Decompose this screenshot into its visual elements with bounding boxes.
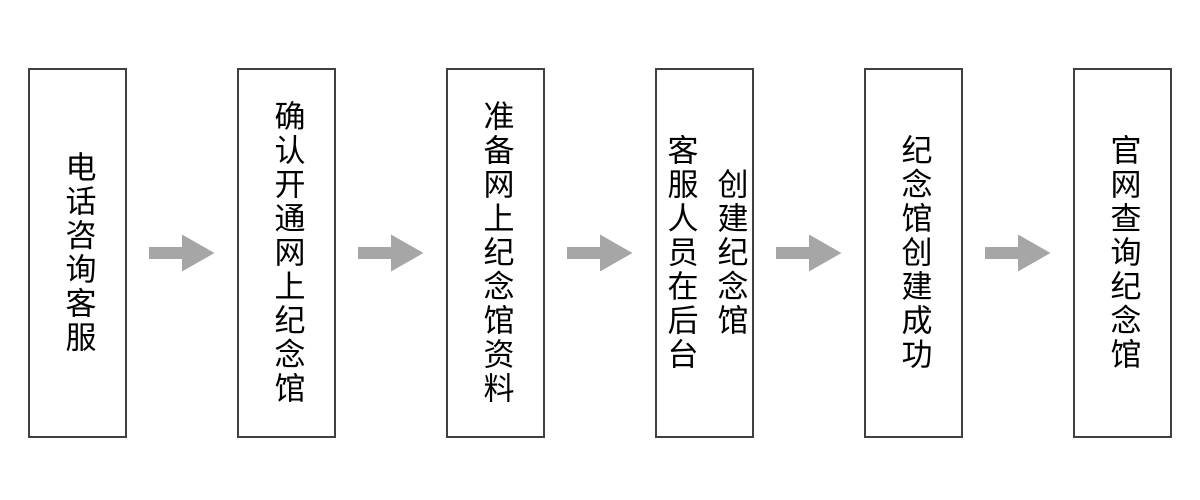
flow-step-label-3: 准备网上纪念馆资料	[478, 100, 514, 406]
flow-step-box-5: 纪念馆创建成功	[864, 68, 963, 438]
flow-step-label-4: 客服人员在后台 创建纪念馆	[662, 134, 748, 372]
arrow-right-shape	[985, 234, 1051, 272]
flow-step-box-2: 确认开通网上纪念馆	[237, 68, 336, 438]
flow-step-box-3: 准备网上纪念馆资料	[446, 68, 545, 438]
arrow-right-icon	[567, 234, 633, 272]
flow-step-label-1: 电话咨询客服	[60, 151, 96, 355]
flow-step-box-1: 电话咨询客服	[28, 68, 127, 438]
arrow-right-icon	[776, 234, 842, 272]
arrow-right-shape	[358, 234, 424, 272]
arrow-right-icon	[149, 234, 215, 272]
arrow-right-shape	[567, 234, 633, 272]
flow-step-box-4: 客服人员在后台 创建纪念馆	[655, 68, 754, 438]
flow-step-label-5: 纪念馆创建成功	[896, 134, 932, 372]
flow-step-label-6: 官网查询纪念馆	[1105, 134, 1141, 372]
arrow-right-shape	[776, 234, 842, 272]
arrow-right-icon	[358, 234, 424, 272]
flow-step-box-6: 官网查询纪念馆	[1073, 68, 1172, 438]
flow-step-label-2: 确认开通网上纪念馆	[269, 100, 305, 406]
arrow-right-icon	[985, 234, 1051, 272]
arrow-right-shape	[149, 234, 215, 272]
